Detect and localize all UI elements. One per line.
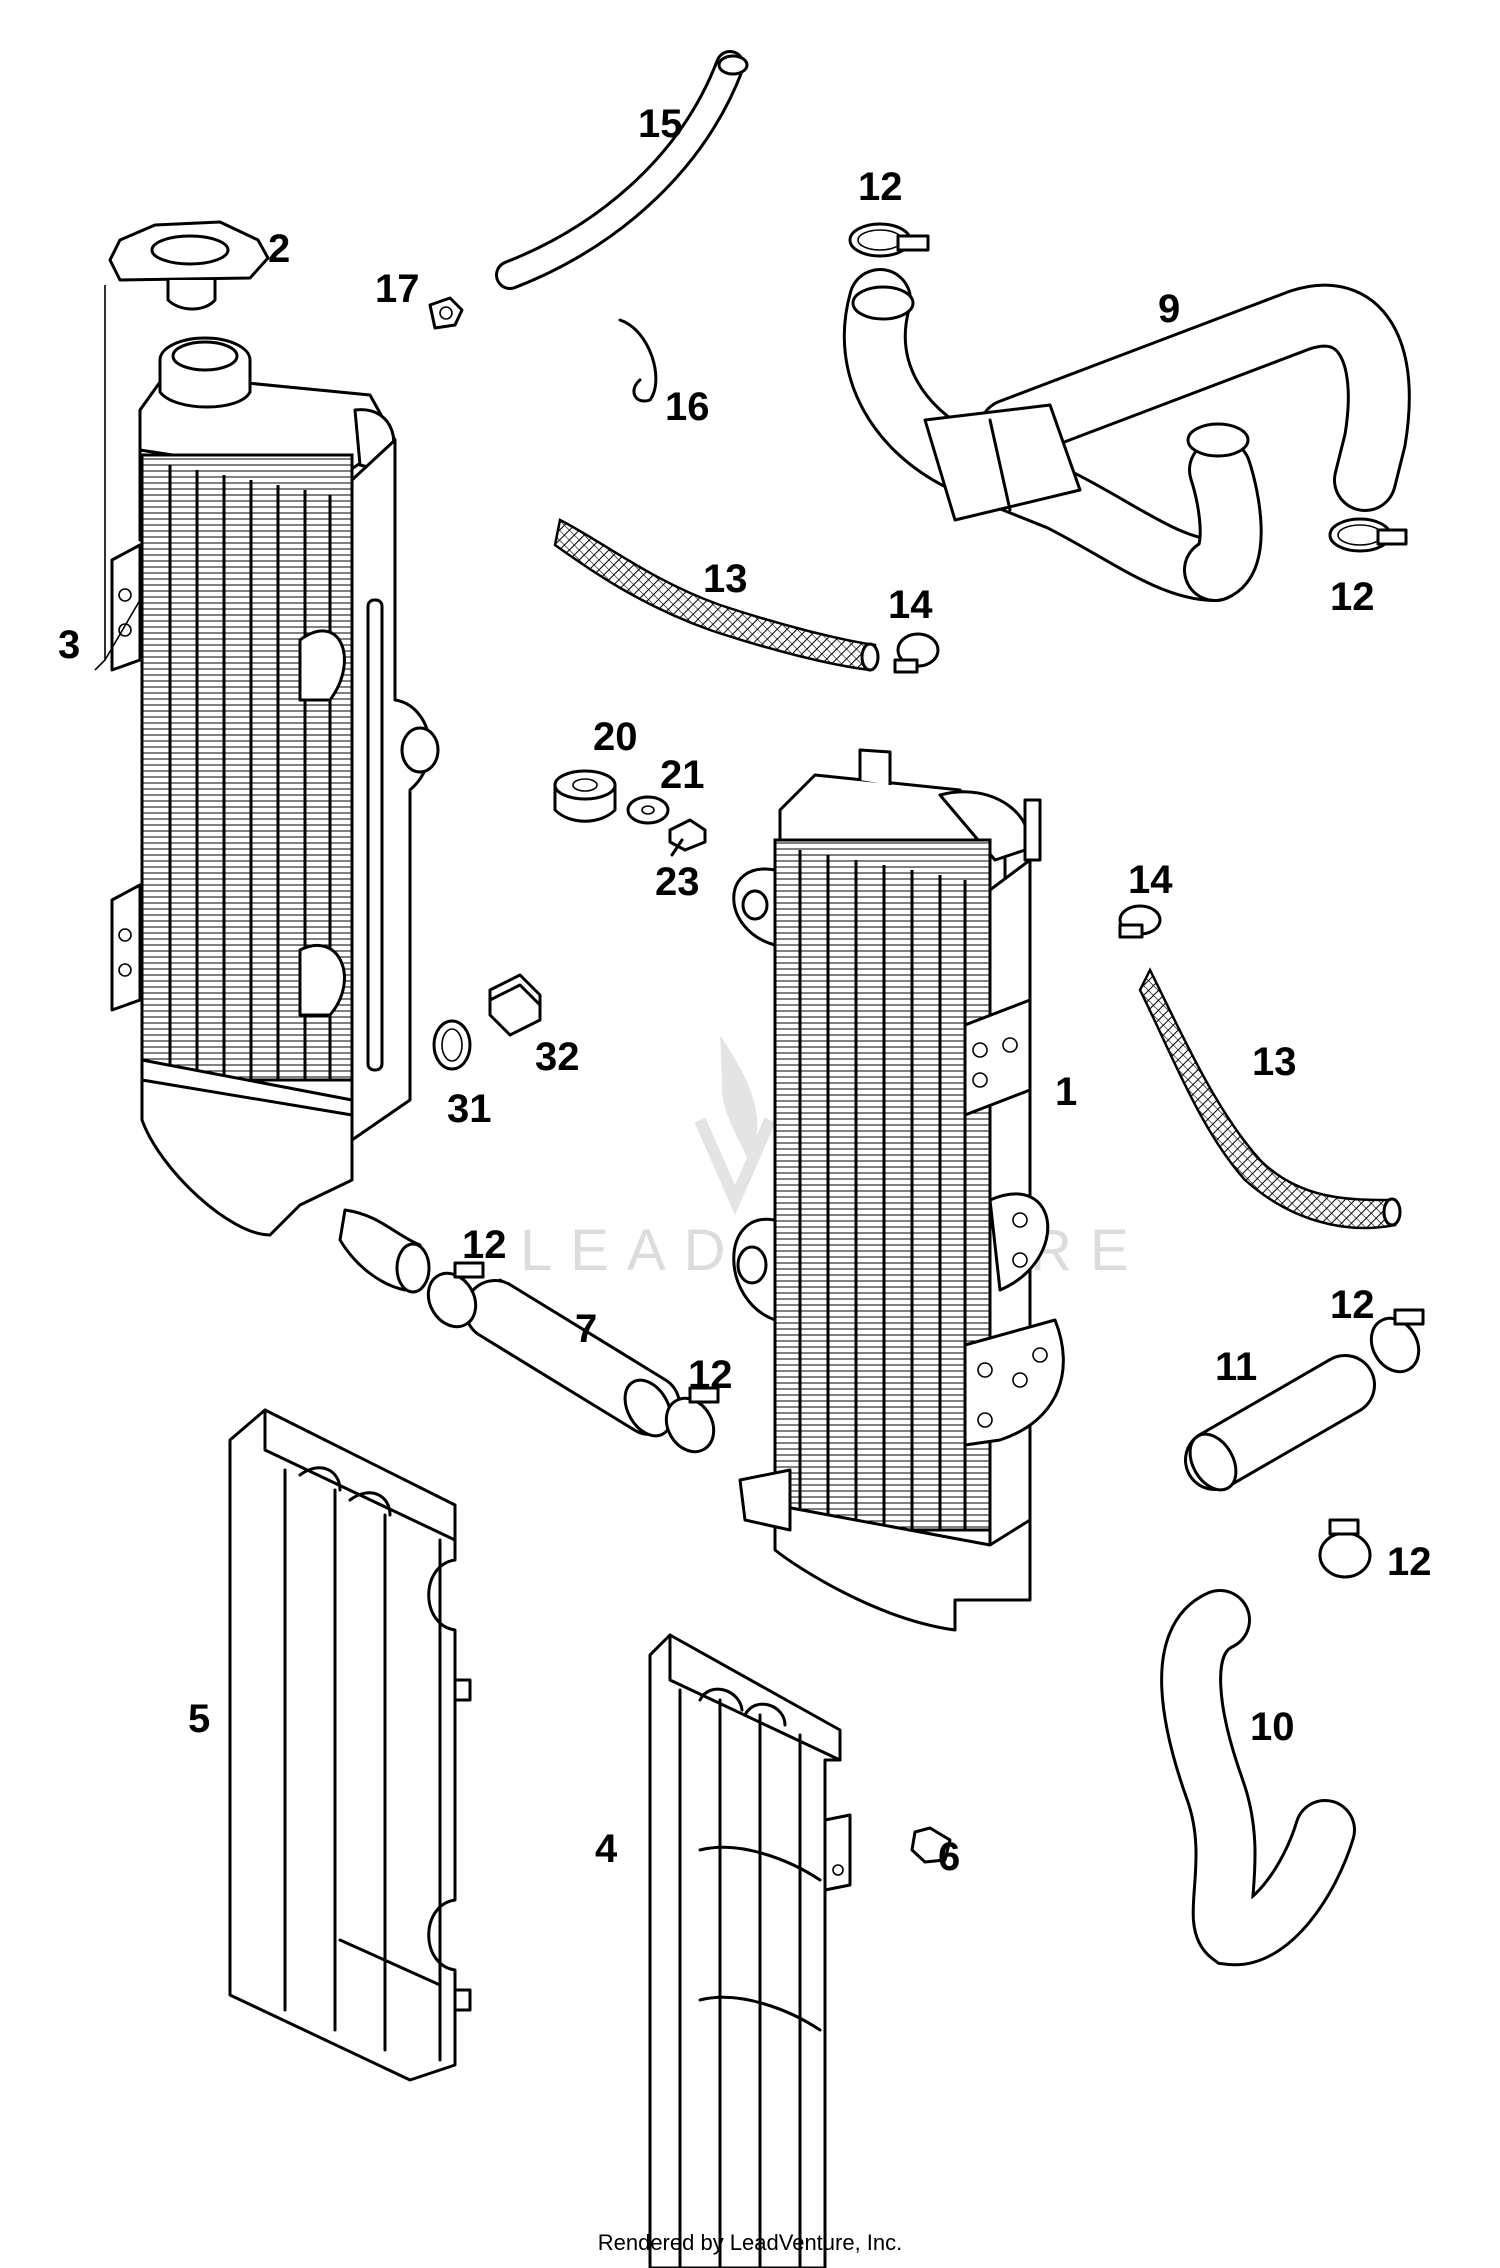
hose-7 (464, 1278, 681, 1438)
callout-14-lower: 14 (1128, 858, 1173, 902)
callout-13-lower: 13 (1252, 1040, 1297, 1084)
hose-13-lower (1138, 967, 1397, 1230)
clamp-12-top (848, 222, 930, 258)
callout-4: 4 (595, 1827, 618, 1871)
callout-6: 6 (938, 1835, 960, 1879)
callout-12-right-a: 12 (1330, 1283, 1375, 1327)
callout-9: 9 (1158, 287, 1180, 331)
callout-16: 16 (665, 385, 710, 429)
nut-6 (910, 1826, 952, 1864)
radiator-cap (108, 220, 270, 311)
plug-17 (428, 296, 464, 330)
clip-16 (618, 318, 658, 403)
clamp-12-right-a (1369, 1308, 1425, 1374)
callout-13-upper: 13 (703, 557, 748, 601)
callout-10: 10 (1250, 1705, 1295, 1749)
callout-14-upper: 14 (888, 583, 933, 627)
callout-12-mid: 12 (688, 1353, 733, 1397)
left-radiator (110, 336, 440, 1294)
clamp-14-upper (893, 632, 940, 674)
callout-7: 7 (575, 1307, 597, 1351)
callout-5: 5 (188, 1697, 210, 1741)
shroud-5 (228, 1408, 472, 2082)
callout-17: 17 (375, 267, 420, 311)
callout-15: 15 (638, 102, 683, 146)
callout-3: 3 (58, 623, 80, 667)
callout-12-mid-left: 12 (462, 1223, 507, 1267)
washer-21 (626, 795, 670, 825)
callout-12-right-b: 12 (1387, 1540, 1432, 1584)
right-radiator (732, 748, 1065, 1632)
callout-2: 2 (268, 227, 290, 271)
hose-9 (842, 268, 1411, 602)
clamp-12-mid (664, 1386, 720, 1454)
hose-11 (1184, 1354, 1376, 1492)
callout-31: 31 (447, 1087, 492, 1131)
callout-11: 11 (1215, 1345, 1257, 1389)
callout-32: 32 (535, 1035, 580, 1079)
washer-31 (432, 1019, 472, 1071)
callout-12-top: 12 (858, 165, 903, 209)
callout-21: 21 (660, 753, 705, 797)
plug-32 (488, 973, 542, 1037)
hose-10 (1160, 1589, 1356, 1967)
clamp-12-right (1328, 517, 1408, 553)
footer-credit: Rendered by LeadVenture, Inc. (598, 2230, 903, 2255)
clamp-14-lower (1118, 904, 1162, 939)
callout-23: 23 (655, 860, 700, 904)
clamp-12-right-b (1318, 1518, 1372, 1579)
grommet-20 (553, 769, 617, 823)
clamp-12-mid-left (426, 1261, 485, 1329)
callout-12-right: 12 (1330, 575, 1375, 619)
shroud-4 (648, 1633, 852, 2268)
callout-20: 20 (593, 715, 638, 759)
bolt-23 (668, 818, 707, 857)
leader-3 (94, 285, 141, 671)
callout-1: 1 (1055, 1070, 1077, 1114)
callouts: 1 2 3 4 5 6 7 9 10 11 12 12 12 12 12 12 … (58, 102, 1432, 1879)
hose-15 (495, 50, 745, 290)
